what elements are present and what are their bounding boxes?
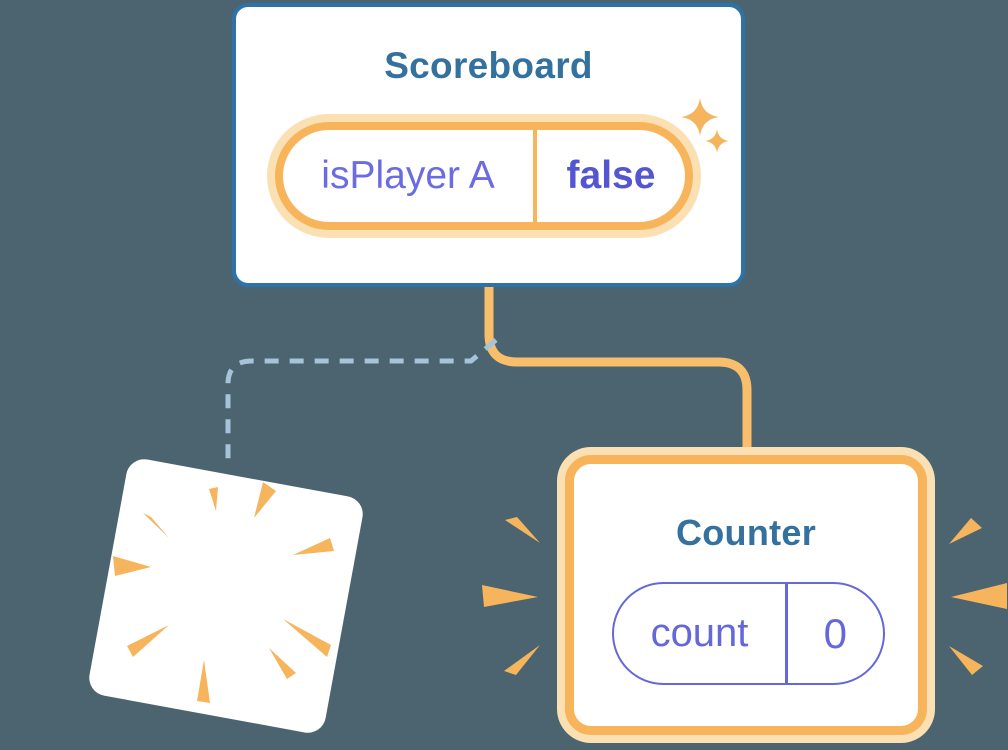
solid-branch-connector [484, 280, 752, 470]
destroyed-component-card [86, 456, 366, 736]
counter-component-card: Counter count 0 [565, 455, 927, 735]
scoreboard-title: Scoreboard [384, 45, 593, 86]
pill-divider [533, 130, 537, 222]
scoreboard-state-pill: isPlayer A false [275, 122, 693, 230]
pill-divider [785, 584, 788, 683]
state-key-label: isPlayer A [321, 154, 495, 197]
counter-state-pill: count 0 [612, 582, 885, 685]
state-value-label: false [566, 154, 656, 197]
scoreboard-component-card: Scoreboard isPlayer A false [232, 3, 745, 287]
counter-title: Counter [675, 512, 817, 553]
emphasis-rays-icon [482, 517, 540, 675]
dashed-removed-branch-connector [225, 338, 498, 463]
state-value-label: 0 [823, 609, 847, 657]
state-key-label: count [650, 611, 749, 655]
emphasis-rays-icon [949, 518, 1007, 675]
